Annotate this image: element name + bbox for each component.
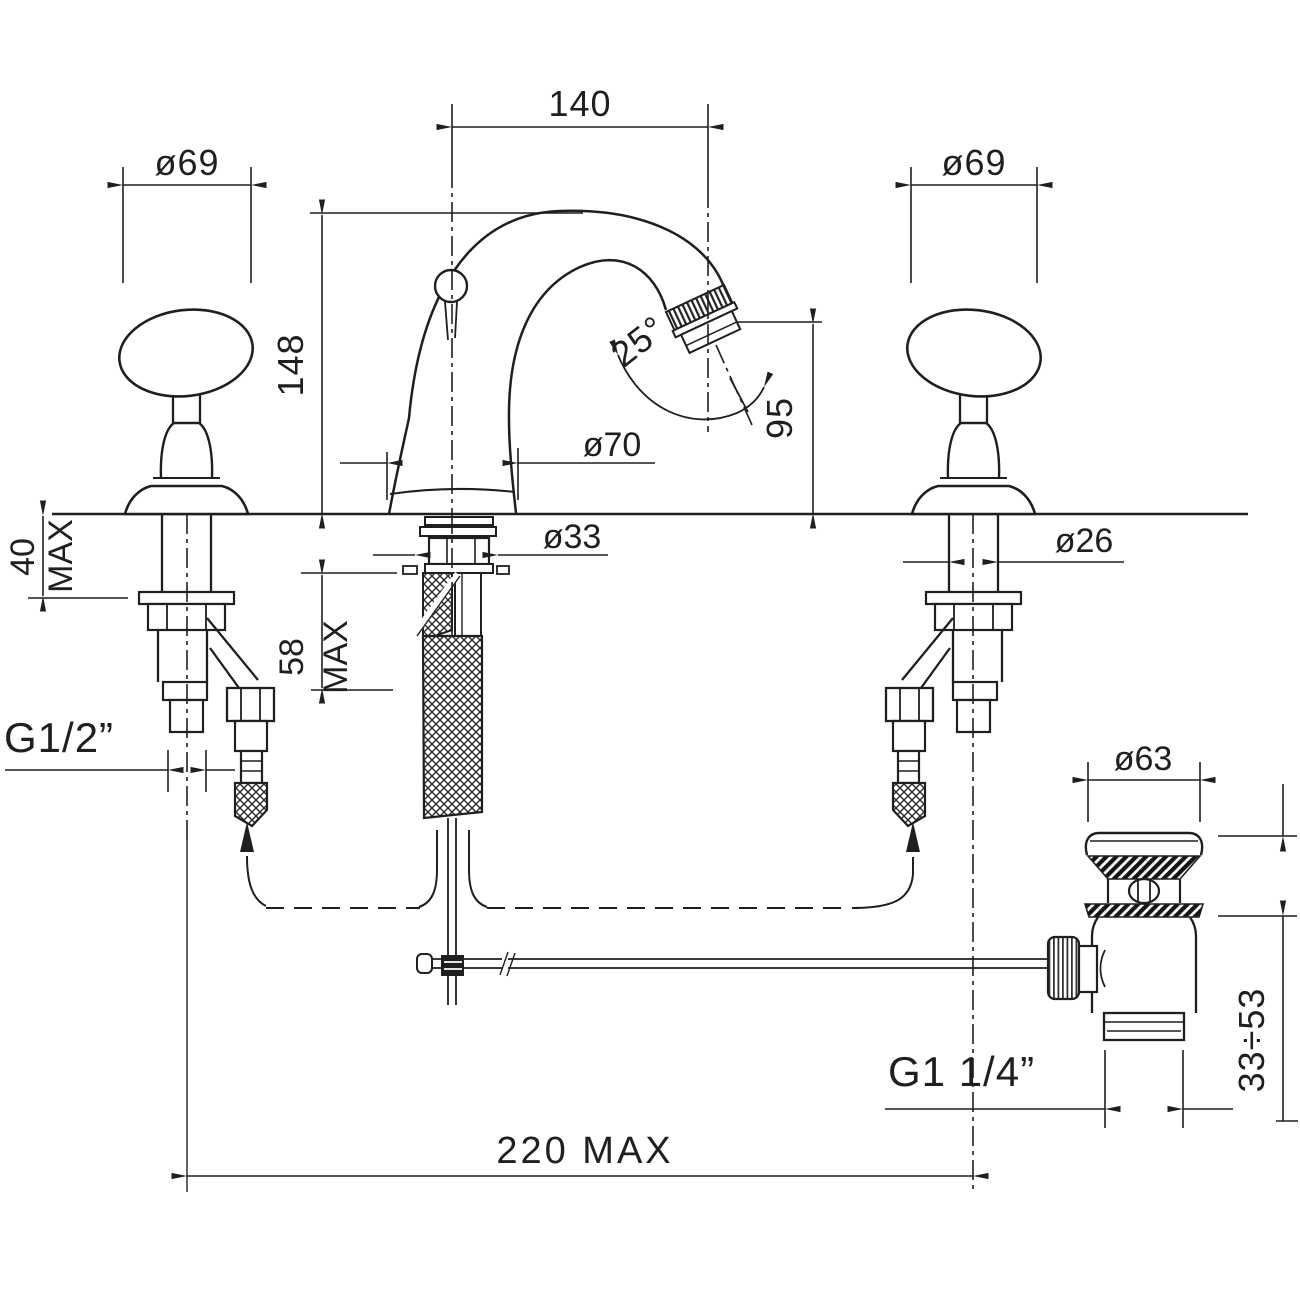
centerlines <box>186 168 974 1192</box>
dim-inlet-thread-g12 <box>5 750 235 792</box>
dim-label-deck-thickness-suffix: MAX <box>42 519 80 593</box>
dim-label-inlet-thread: G1/2” <box>4 714 114 761</box>
dim-label-spout-height: 148 <box>270 333 311 396</box>
pop-up-rod-tube <box>454 572 482 637</box>
dim-spout-angle-25 <box>609 339 774 421</box>
dim-label-outlet-height: 95 <box>759 397 800 439</box>
dim-label-hole-spacing: 220 MAX <box>496 1130 673 1172</box>
dim-label-waste-thread: G1 1/4” <box>888 1048 1035 1095</box>
spout-body <box>387 209 726 515</box>
hose-routing-path <box>246 830 914 909</box>
dim-label-spout-reach: 140 <box>548 83 611 124</box>
dim-label-right-handle-dia: ø69 <box>941 142 1006 183</box>
dim-label-spout-angle: 25° <box>603 307 674 375</box>
right-handle-valve <box>884 300 1048 854</box>
dim-label-waste-flange: ø63 <box>1114 740 1173 778</box>
dim-spout-height-148 <box>310 199 583 529</box>
dim-base-dia-70 <box>340 448 655 500</box>
dim-right-handle-dia <box>895 167 1053 283</box>
dim-left-handle-dia <box>107 167 267 283</box>
dim-outlet-height-95 <box>737 308 822 529</box>
spout-mounting-stack <box>402 516 510 575</box>
aerator-outlet <box>664 283 742 355</box>
dim-label-waste-clamp-range: 33÷53 <box>1231 988 1272 1093</box>
pop-up-rod-linkage <box>416 818 1048 1005</box>
dim-deck-thickness-40max <box>28 500 128 612</box>
dim-label-center-hole: ø33 <box>543 518 602 556</box>
dim-label-left-handle-dia: ø69 <box>154 142 219 183</box>
dim-waste-thread-g114 <box>885 1050 1233 1128</box>
dim-waste-flange-63 <box>1072 762 1216 822</box>
dim-label-deck-thickness-value: 40 <box>4 538 42 576</box>
dim-label-under-deck-suffix: MAX <box>317 620 355 694</box>
dim-label-base-dia: ø70 <box>583 426 642 464</box>
dim-spout-reach-140 <box>436 104 724 188</box>
dim-label-under-deck-value: 58 <box>273 638 311 676</box>
dim-label-handle-hole: ø26 <box>1055 522 1114 560</box>
dim-waste-clamp-range <box>1218 784 1298 1122</box>
dim-under-deck-58max <box>301 559 397 704</box>
center-flex-hose <box>412 571 484 820</box>
pop-up-waste-drain <box>1046 831 1205 1042</box>
spout-top-screw <box>433 268 469 341</box>
